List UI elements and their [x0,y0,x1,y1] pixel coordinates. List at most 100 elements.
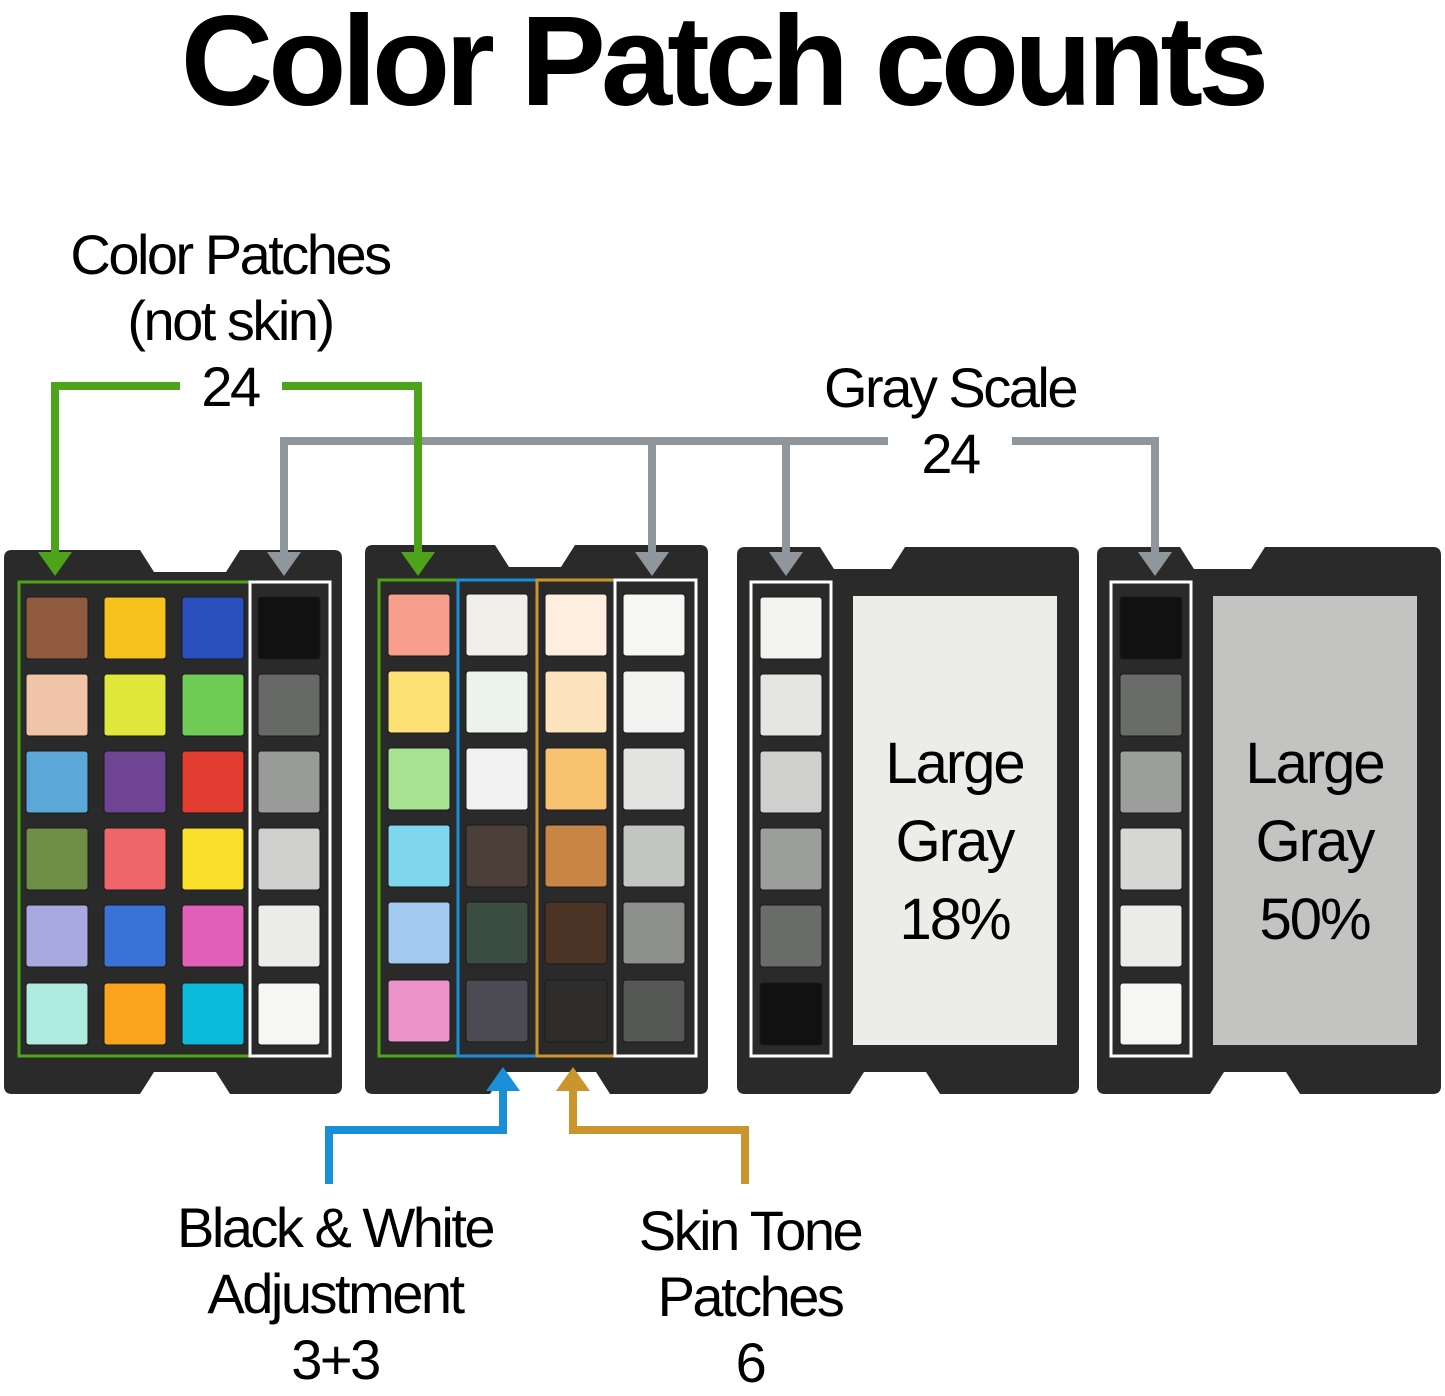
gray-patch [257,596,321,660]
color-patch [25,827,89,891]
color-patch [25,750,89,814]
skin-patch [544,670,608,734]
color-patch [103,904,167,968]
gray-group-frame [613,578,698,1058]
color-patch [25,673,89,737]
color-patch [181,596,245,660]
arrow-up-icon [486,1067,520,1091]
color-patches-label: Color Patches (not skin) 24 [30,222,430,420]
color-patch [103,982,167,1046]
bw-connector-line [325,1090,507,1184]
skin-patch [544,979,608,1043]
gray-patch [759,673,823,737]
color-patch [25,596,89,660]
gray-scale-connector-line [280,437,888,555]
large-gray-patch [853,596,1057,1045]
gray-patch [1119,904,1183,968]
gray-patch [622,901,686,965]
skin-patch [544,747,608,811]
large-gray-50-line3: 50% [1259,887,1371,952]
large-gray-patch [1213,596,1417,1045]
gray-scale-connector-line [1012,437,1159,555]
large-gray-50-text: Large Gray 50% [1212,725,1417,959]
gray-patch [622,979,686,1043]
gray-group-frame [749,580,833,1058]
color-patch [103,750,167,814]
color-patch [181,673,245,737]
gray-patch [257,750,321,814]
bw-adjustment-line1: Black & White [176,1196,496,1259]
bw-patch [465,593,529,657]
skin-tone-line1: Skin Tone [638,1199,864,1262]
gray-patch [1119,982,1183,1046]
gray-patch [257,904,321,968]
bw-patch [465,670,529,734]
gray-patch [1119,596,1183,660]
gray-group-frame [1109,580,1193,1058]
bw-patch [465,824,529,888]
arrow-up-icon [556,1067,590,1091]
color-patch [181,750,245,814]
bw-patch [465,747,529,811]
skin-patch [544,593,608,657]
gray-patch [1119,750,1183,814]
large-gray-18-line2: Gray [895,809,1016,874]
color-patch [387,670,451,734]
arrow-down-icon [401,552,435,576]
gray-patch [257,827,321,891]
large-gray-18-text: Large Gray 18% [852,725,1057,959]
skin-patch [544,901,608,965]
large-gray-18-line3: 18% [899,887,1011,952]
skin-connector-line [569,1090,749,1184]
gray-patch [1119,827,1183,891]
color-patch [181,904,245,968]
bw-adjustment-count: 3+3 [291,1328,381,1391]
arrow-down-icon [769,552,803,576]
arrow-down-icon [1138,552,1172,576]
bw-adjustment-label: Black & White Adjustment 3+3 [130,1195,540,1393]
color-patches-count: 24 [201,355,261,418]
skin-tone-line2: Patches [657,1265,845,1328]
large-gray-50-line1: Large [1245,731,1385,796]
gray-scale-count: 24 [921,422,981,485]
skin-tone-count: 6 [735,1331,767,1394]
color-patch [103,673,167,737]
color-patch [387,824,451,888]
gray-patch [1119,673,1183,737]
color-patch [103,827,167,891]
gray-patch [622,593,686,657]
bw-patch [465,901,529,965]
page-title: Color Patch counts [180,0,1269,133]
gray-patch [759,982,823,1046]
color-patch [25,904,89,968]
gray-patch [257,982,321,1046]
gray-patch [622,824,686,888]
color-patch [181,982,245,1046]
arrow-down-icon [38,552,72,576]
gray-patch [759,596,823,660]
color-patch [25,982,89,1046]
color-patches-connector-line [282,382,422,555]
color-patch [387,747,451,811]
color-patch [181,827,245,891]
gray-scale-label: Gray Scale 24 [750,355,1150,487]
gray-patch [759,827,823,891]
color-patches-line2: (not skin) [127,289,335,352]
large-gray-50-line2: Gray [1255,809,1376,874]
arrow-down-icon [635,552,669,576]
skin-tone-label: Skin Tone Patches 6 [560,1198,940,1396]
gray-group-frame [248,580,332,1058]
bw-patch [465,979,529,1043]
arrow-down-icon [267,552,301,576]
gray-patch [622,670,686,734]
large-gray-18-line1: Large [885,731,1025,796]
color-patch [387,901,451,965]
gray-patch [759,750,823,814]
color-patches-connector-line [51,382,180,555]
skin-patch [544,824,608,888]
color-patch [387,979,451,1043]
bw-adjustment-line2: Adjustment [207,1262,465,1325]
gray-patch [257,673,321,737]
color-patch [387,593,451,657]
